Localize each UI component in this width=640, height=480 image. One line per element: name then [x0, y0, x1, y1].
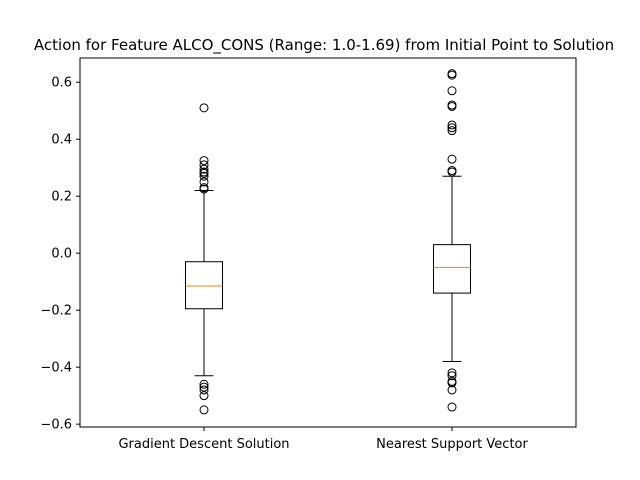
y-tick-label: −0.4 — [40, 361, 72, 376]
iqr-box — [185, 261, 223, 310]
outlier-point — [447, 126, 457, 136]
plot-frame — [79, 57, 577, 428]
outlier-point — [447, 371, 457, 381]
outlier-point — [199, 156, 209, 166]
outlier-point — [199, 171, 209, 181]
iqr-box — [433, 244, 471, 294]
outlier-point — [447, 120, 457, 130]
y-tick-label: 0.2 — [51, 190, 72, 205]
x-tick-label: Nearest Support Vector — [376, 437, 528, 452]
outlier-point — [199, 391, 209, 401]
outlier-point — [447, 402, 457, 412]
outlier-point — [199, 160, 209, 170]
outlier-point — [199, 164, 209, 174]
outlier-point — [447, 123, 457, 133]
y-tick-label: −0.2 — [40, 304, 72, 319]
outlier-point — [447, 378, 457, 388]
outlier-point — [447, 154, 457, 164]
outlier-point — [199, 103, 209, 113]
outlier-point — [447, 70, 457, 80]
chart-title: Action for Feature ALCO_CONS (Range: 1.0… — [34, 36, 614, 55]
outlier-point — [447, 385, 457, 395]
y-tick-label: 0.6 — [51, 76, 72, 91]
outlier-point — [199, 385, 209, 395]
outlier-point — [199, 177, 209, 187]
outlier-point — [447, 86, 457, 96]
outlier-point — [199, 382, 209, 392]
outlier-point — [447, 368, 457, 378]
outlier-point — [199, 168, 209, 178]
y-tick-label: −0.6 — [40, 418, 72, 433]
outlier-point — [199, 405, 209, 415]
x-tick-label: Gradient Descent Solution — [118, 437, 289, 452]
outlier-point — [447, 167, 457, 177]
y-tick-label: 0.4 — [51, 133, 72, 148]
outlier-point — [199, 184, 209, 194]
outlier-point — [447, 101, 457, 111]
y-tick-label: 0.0 — [51, 247, 72, 262]
outlier-point — [199, 379, 209, 389]
